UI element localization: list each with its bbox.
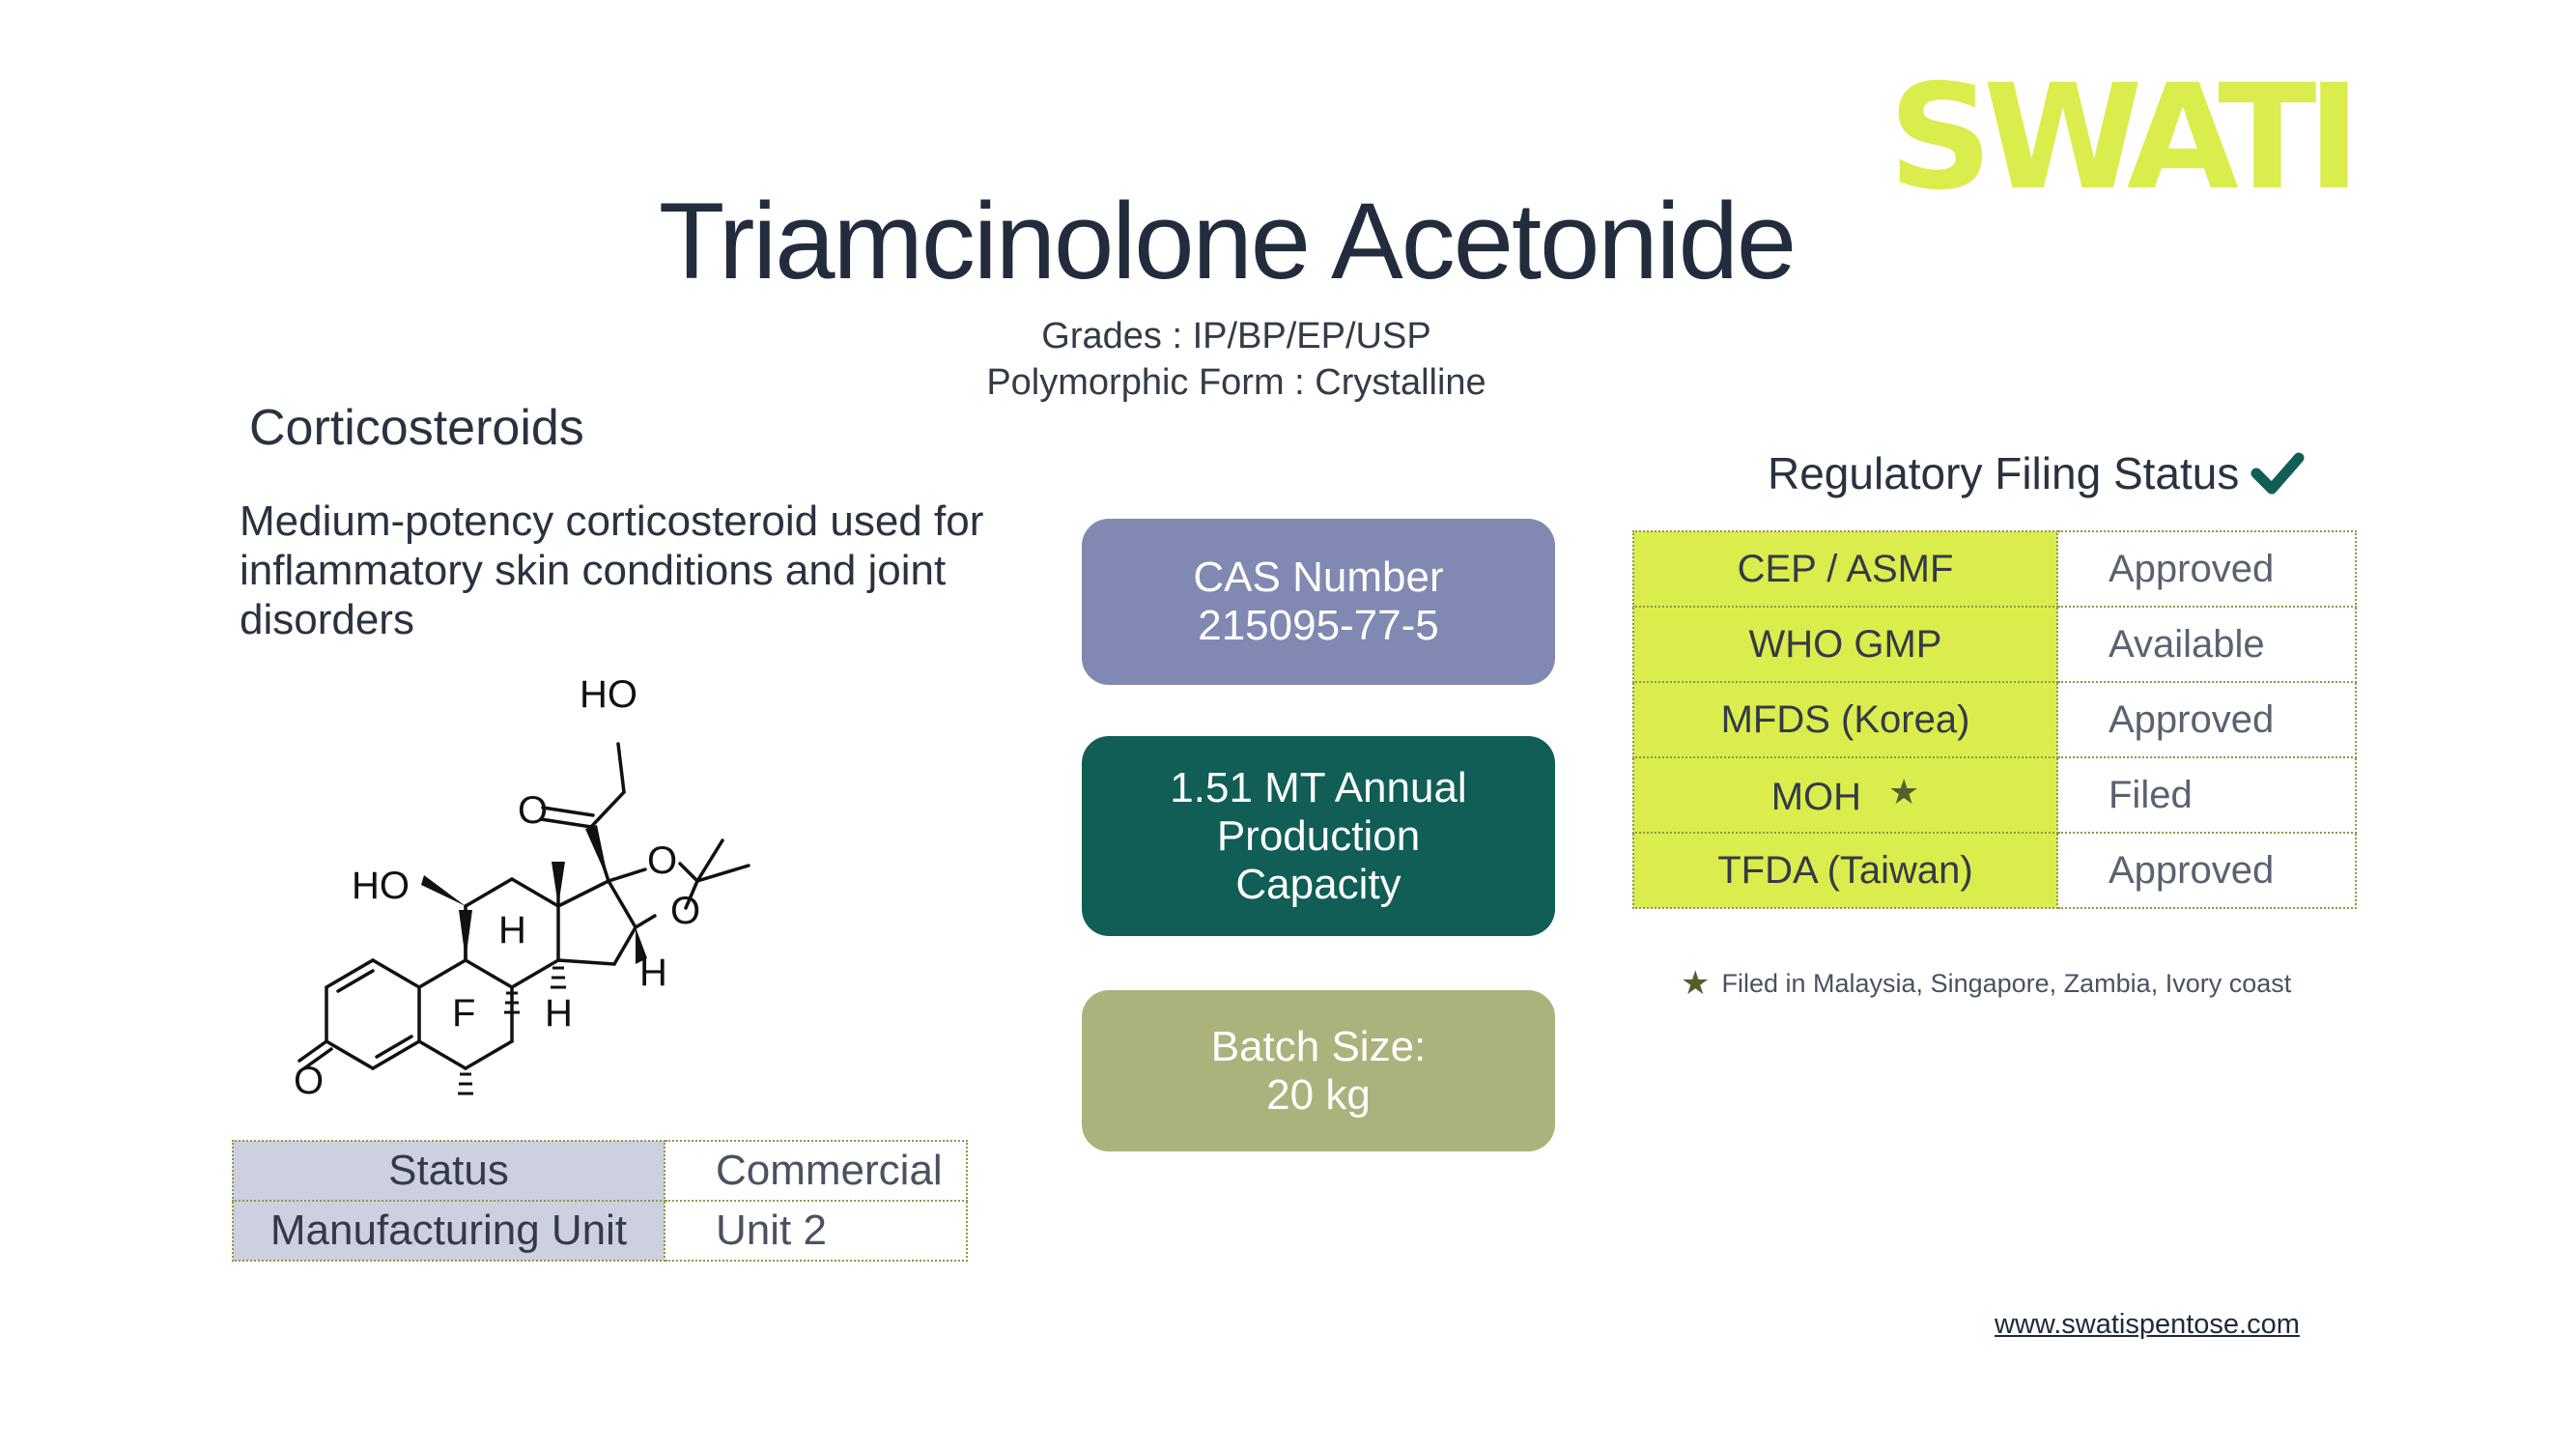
regulatory-label-text: MOH	[1770, 775, 1862, 818]
cas-number-card: CAS Number 215095-77-5	[1082, 519, 1555, 685]
structure-label-h-right: H	[639, 952, 667, 994]
cas-number-value: 215095-77-5	[1198, 602, 1439, 649]
chemical-structure: HO O O O HO H F H H O	[261, 657, 956, 1101]
structure-label-o-ring-lower: O	[670, 890, 700, 932]
regulatory-label: TFDA (Taiwan)	[1632, 832, 2058, 909]
structure-label-o-ketone: O	[518, 789, 548, 832]
regulatory-label: MOH ★	[1632, 756, 2058, 834]
regulatory-heading: Regulatory Filing Status	[1768, 448, 2240, 498]
batch-size-label: Batch Size:	[1210, 1022, 1427, 1070]
status-table: Status Commercial Manufacturing Unit Uni…	[232, 1140, 968, 1262]
website-link[interactable]: www.swatispentose.com	[1995, 1309, 2300, 1340]
manufacturing-unit-value: Unit 2	[664, 1200, 968, 1262]
grades-line: Grades : IP/BP/EP/USP	[1041, 316, 1431, 356]
brand-logo: SWATI	[1888, 54, 2361, 222]
table-row: TFDA (Taiwan) Approved	[1632, 832, 2357, 909]
page-title: Triamcinolone Acetonide	[658, 181, 1797, 301]
star-icon: ★	[1681, 965, 1711, 1002]
batch-size-card: Batch Size: 20 kg	[1082, 990, 1555, 1151]
regulatory-value: Approved	[2056, 832, 2357, 909]
manufacturing-unit-label: Manufacturing Unit	[232, 1200, 665, 1262]
star-icon: ★	[1888, 771, 1920, 811]
status-label: Status	[232, 1140, 665, 1202]
table-row: MOH ★ Filed	[1632, 756, 2357, 834]
regulatory-value: Filed	[2056, 756, 2357, 834]
structure-label-ho-top: HO	[580, 673, 637, 716]
table-row: Status Commercial	[232, 1140, 968, 1202]
status-value: Commercial	[664, 1140, 968, 1202]
structure-label-ho-left: HO	[352, 865, 410, 907]
table-row: CEP / ASMF Approved	[1632, 530, 2357, 608]
table-row: MFDS (Korea) Approved	[1632, 681, 2357, 758]
regulatory-label: WHO GMP	[1632, 606, 2058, 683]
category-heading: Corticosteroids	[249, 400, 584, 456]
polymorphic-form-line: Polymorphic Form : Crystalline	[986, 362, 1486, 403]
table-row: WHO GMP Available	[1632, 606, 2357, 683]
regulatory-table: CEP / ASMF Approved WHO GMP Available MF…	[1632, 530, 2357, 909]
table-row: Manufacturing Unit Unit 2	[232, 1200, 968, 1262]
footnote-text: Filed in Malaysia, Singapore, Zambia, Iv…	[1721, 969, 2292, 998]
regulatory-value: Available	[2056, 606, 2357, 683]
structure-label-o-ring-upper: O	[647, 839, 677, 882]
structure-label-o-bottom: O	[294, 1060, 324, 1101]
batch-size-value: 20 kg	[1266, 1070, 1371, 1119]
regulatory-label: MFDS (Korea)	[1632, 681, 2058, 758]
cas-number-label: CAS Number	[1193, 554, 1444, 601]
structure-label-h-center: H	[498, 909, 526, 952]
structure-label-f: F	[452, 992, 475, 1035]
regulatory-footnote: ★ Filed in Malaysia, Singapore, Zambia, I…	[1681, 964, 2291, 1003]
product-description: Medium-potency corticosteroid used for i…	[240, 497, 984, 643]
regulatory-value: Approved	[2056, 530, 2357, 608]
regulatory-label: CEP / ASMF	[1632, 530, 2058, 608]
check-icon	[2250, 450, 2305, 497]
capacity-line-3: Capacity	[1235, 860, 1401, 908]
capacity-line-2: Production	[1216, 811, 1421, 860]
production-capacity-card: 1.51 MT Annual Production Capacity	[1082, 736, 1555, 936]
structure-label-h-lower: H	[545, 992, 573, 1035]
capacity-line-1: 1.51 MT Annual	[1170, 763, 1467, 811]
regulatory-value: Approved	[2056, 681, 2357, 758]
